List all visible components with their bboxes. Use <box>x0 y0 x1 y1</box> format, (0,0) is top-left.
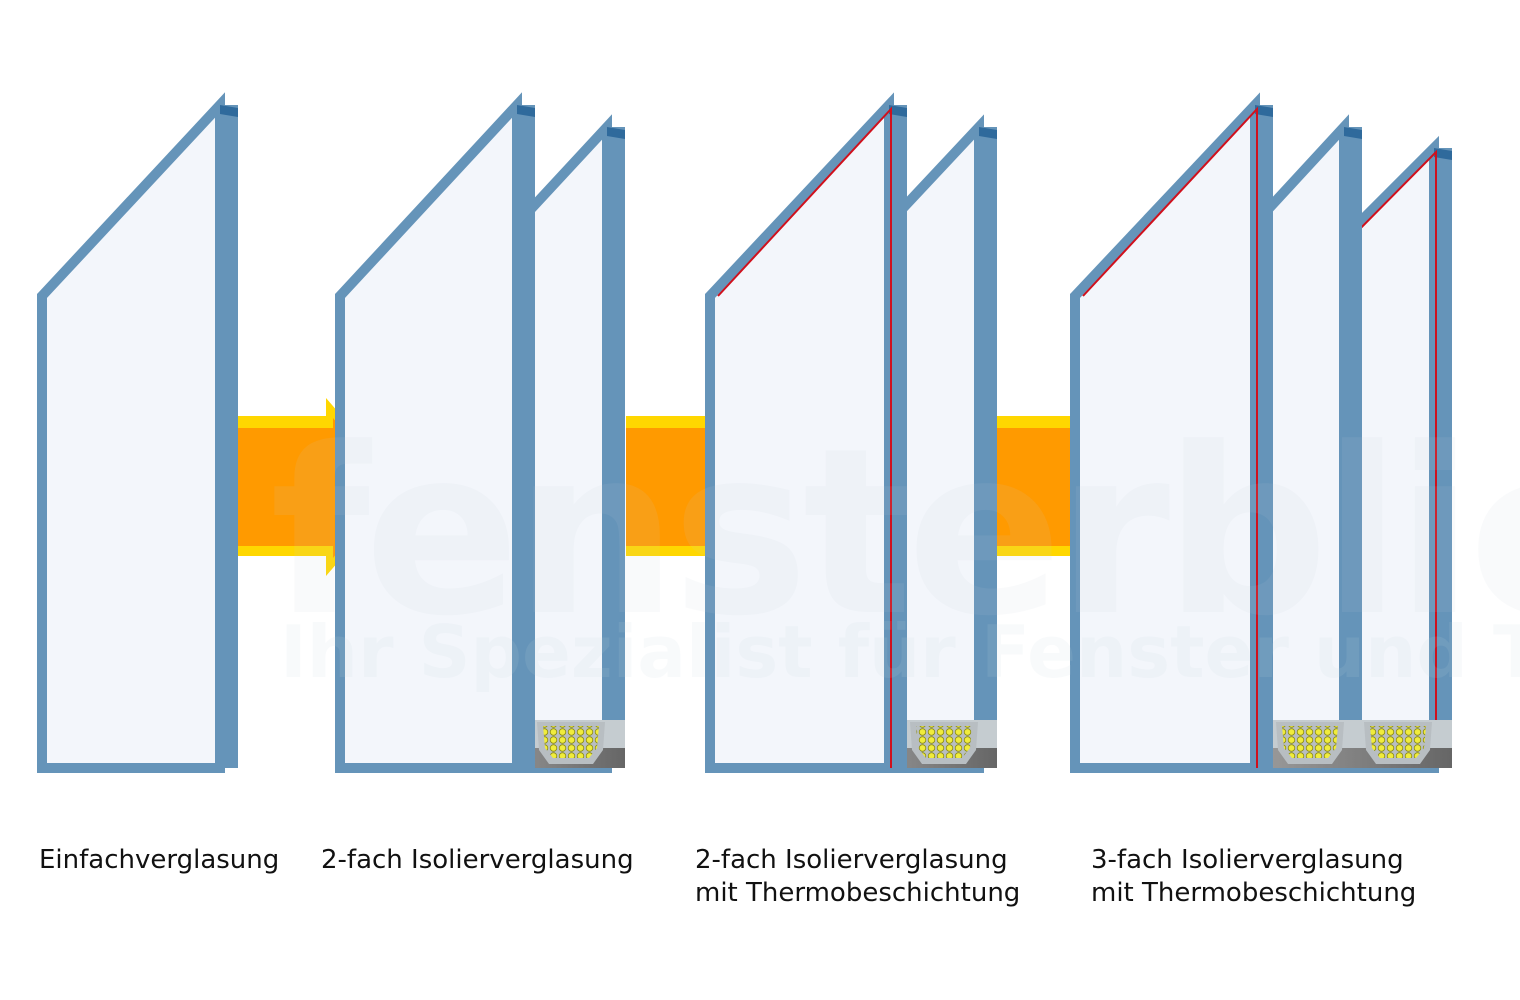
watermark-tagline: Ihr Spezialist für Fenster und Türen <box>280 610 1520 694</box>
label-double-glazing: 2-fach Isolierverglasung <box>321 845 634 875</box>
glass-pane-top <box>220 105 238 117</box>
glass-pane-top <box>889 105 907 117</box>
desiccant-icon <box>543 726 599 758</box>
glass-pane-edge <box>220 105 238 768</box>
glass-pane-edge <box>1434 148 1452 768</box>
desiccant-icon <box>1282 726 1338 758</box>
glass-pane-edge <box>1255 105 1273 768</box>
glass-pane-top <box>607 127 625 139</box>
desiccant-icon <box>916 726 972 758</box>
thermo-coating-line <box>717 106 892 768</box>
glass-pane-edge <box>607 127 625 768</box>
glass-pane-top <box>1255 105 1273 117</box>
glass-pane <box>37 92 225 773</box>
watermark-logo: fensterblick <box>270 400 1520 667</box>
glass-pane-edge <box>1344 127 1362 768</box>
glass-pane-edge <box>979 127 997 768</box>
glass-pane-top <box>517 105 535 117</box>
thermo-coating-line <box>1082 106 1258 768</box>
glass-pane-edge <box>889 105 907 768</box>
glass-pane-edge <box>517 105 535 768</box>
label-single-glazing: Einfachverglasung <box>39 845 280 875</box>
glass-pane-top <box>1344 127 1362 139</box>
glass-pane-top <box>1434 148 1452 160</box>
desiccant-icon <box>1370 726 1426 758</box>
glass-pane-top <box>979 127 997 139</box>
